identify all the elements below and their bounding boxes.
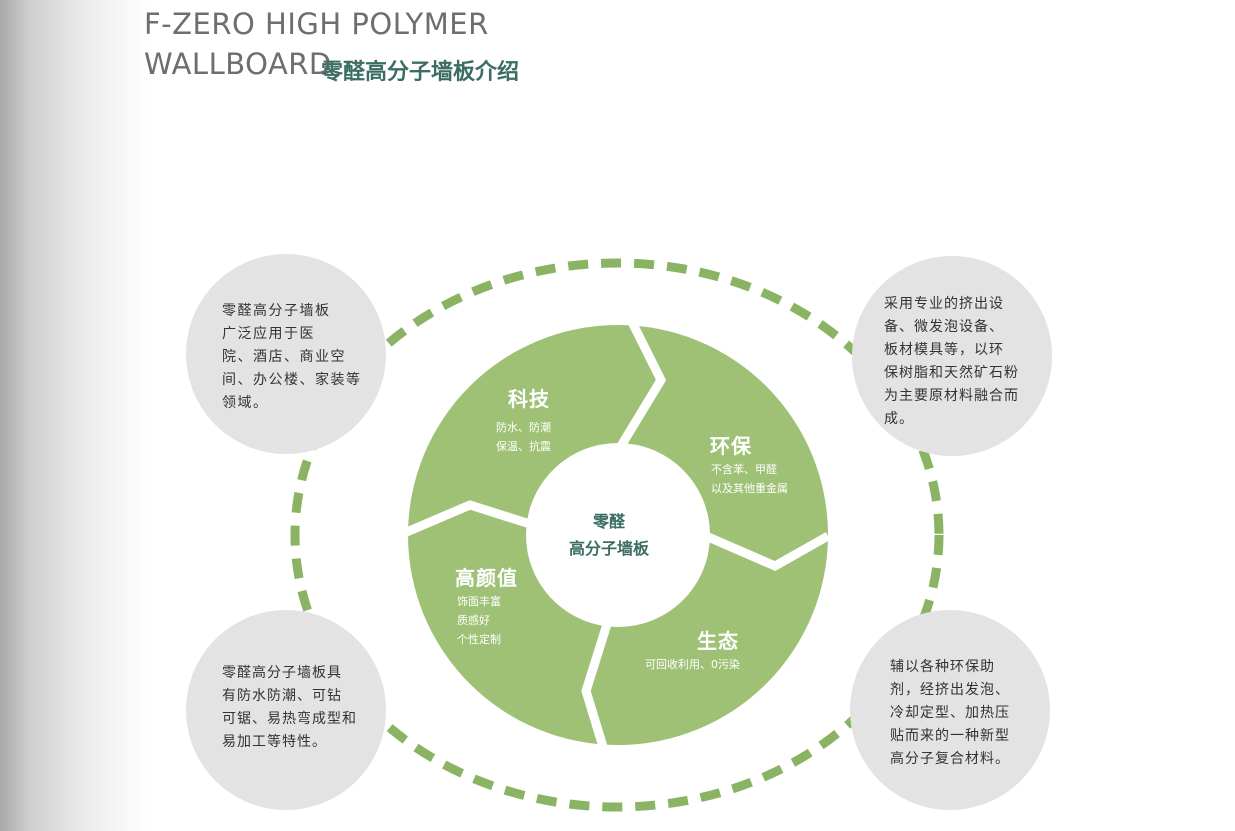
- info-text-line: 采用专业的挤出设: [884, 296, 1004, 312]
- info-text-line: 为主要原材料融合而: [884, 388, 1019, 404]
- segment-beauty-desc-line1: 饰面丰富: [457, 595, 501, 608]
- segment-tech-title: 科技: [508, 387, 550, 411]
- center-white-circle: [526, 443, 710, 627]
- info-text-line: 可锯、易热弯成型和: [222, 711, 357, 727]
- segment-beauty-desc-line3: 个性定制: [457, 633, 501, 646]
- center-label-line1: 零醛: [592, 512, 625, 531]
- info-text-top-left: 零醛高分子墙板 广泛应用于医 院、酒店、商业空 间、办公楼、家装等 领域。: [222, 300, 362, 415]
- segment-tech-desc-line1: 防水、防潮: [496, 421, 551, 434]
- info-text-line: 领域。: [222, 395, 269, 411]
- info-text-line: 院、酒店、商业空: [222, 349, 346, 365]
- center-label-line2: 高分子墙板: [568, 539, 649, 558]
- info-text-line: 零醛高分子墙板: [222, 303, 331, 319]
- info-text-line: 间、办公楼、家装等: [222, 372, 362, 388]
- info-text-line: 贴而来的一种新型: [890, 728, 1010, 744]
- info-text-line: 零醛高分子墙板具: [222, 665, 342, 681]
- segment-ecology-title: 生态: [697, 629, 739, 653]
- info-circle-bottom-left: [186, 610, 386, 810]
- center-label: 零醛 高分子墙板: [535, 508, 683, 562]
- info-text-line: 辅以各种环保助: [890, 659, 995, 675]
- segment-tech-desc: 防水、防潮 保温、抗震: [496, 418, 551, 456]
- info-text-line: 易加工等特性。: [222, 734, 327, 750]
- segment-beauty-desc: 饰面丰富 质感好 个性定制: [457, 592, 501, 649]
- info-text-top-right: 采用专业的挤出设 备、微发泡设备、 板材模具等，以环 保树脂和天然矿石粉 为主要…: [884, 293, 1019, 431]
- info-circle-top-right: [852, 256, 1052, 456]
- segment-ecology-desc: 可回收利用、0污染: [645, 658, 740, 671]
- title-english-line2: WALLBOARD: [144, 47, 332, 81]
- segment-separators: [400, 315, 831, 752]
- page-binding-shadow: [0, 0, 150, 831]
- title-chinese: 零醛高分子墙板介绍: [321, 60, 520, 85]
- segment-eco-title: 环保: [710, 434, 752, 458]
- dashed-outer-ring: [290, 258, 944, 812]
- info-text-line: 冷却定型、加热压: [890, 705, 1010, 721]
- info-circle-bottom-right: [850, 610, 1050, 810]
- segment-beauty-desc-line2: 质感好: [457, 614, 490, 627]
- info-text-line: 成。: [884, 411, 914, 427]
- info-text-line: 广泛应用于医: [222, 326, 315, 342]
- info-text-bottom-left: 零醛高分子墙板具 有防水防潮、可钻 可锯、易热弯成型和 易加工等特性。: [222, 662, 357, 754]
- info-text-line: 保树脂和天然矿石粉: [884, 365, 1019, 381]
- segment-tech-desc-line2: 保温、抗震: [496, 440, 551, 453]
- info-text-line: 板材模具等，以环: [884, 342, 1004, 358]
- segment-eco-desc-line1: 不含苯、甲醛: [711, 463, 777, 476]
- info-text-line: 备、微发泡设备、: [884, 319, 1004, 335]
- info-text-line: 剂，经挤出发泡、: [890, 682, 1010, 698]
- segment-beauty-title: 高颜值: [455, 566, 518, 590]
- title-english-line1: F-ZERO HIGH POLYMER: [144, 7, 489, 41]
- info-text-bottom-right: 辅以各种环保助 剂，经挤出发泡、 冷却定型、加热压 贴而来的一种新型 高分子复合…: [890, 656, 1010, 771]
- info-text-line: 高分子复合材料。: [890, 751, 1010, 767]
- segment-eco-desc: 不含苯、甲醛 以及其他重金属: [711, 460, 788, 498]
- info-text-line: 有防水防潮、可钻: [222, 688, 342, 704]
- info-circle-top-left: [186, 254, 386, 454]
- segment-eco-desc-line2: 以及其他重金属: [711, 482, 788, 495]
